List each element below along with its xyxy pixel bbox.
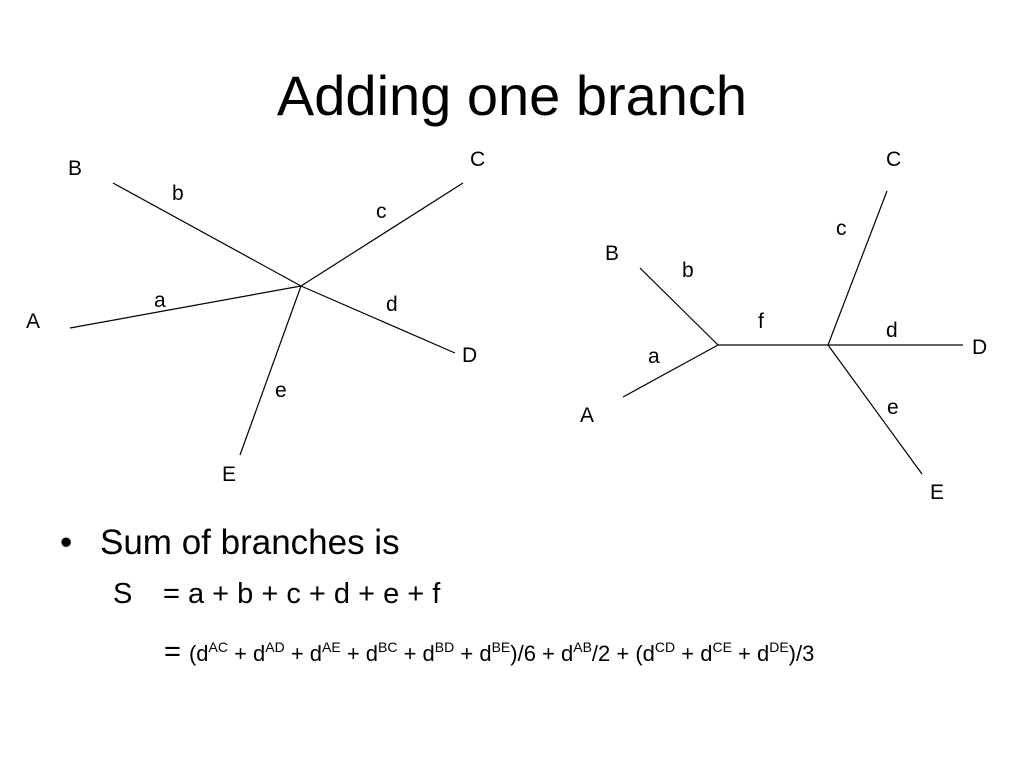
formula-symbol: S [113,578,133,610]
split-node-D: D [972,336,987,359]
star-node-D: D [462,344,477,367]
bullet-text: Sum of branches is [100,523,400,562]
star-node-C: C [470,148,485,171]
star-branch-e [239,285,302,456]
term-text: + d [731,641,770,666]
term-sup: AE [322,639,341,655]
split-label-a: a [648,345,660,368]
term-text: + d [454,641,492,666]
term-text: + d [227,641,266,666]
split-branch-b [639,267,719,346]
split-label-e: e [887,396,899,419]
bullet-item: • Sum of branches is [60,520,400,566]
term-sup: CE [712,639,732,655]
star-branch-d [300,285,456,354]
star-label-c: c [376,200,387,223]
term-sup: CD [654,639,676,655]
star-label-b: b [172,182,184,205]
term-text: (d [188,641,209,666]
term-text: /2 + (d [591,641,655,666]
star-tree: A B C D E a b c d e [26,148,485,486]
split-label-d: d [886,319,898,342]
split-branch-c [827,190,888,346]
term-sup: DE [769,639,789,655]
split-label-b: b [682,259,694,282]
star-branch-b [112,182,302,287]
term-text: + d [397,641,435,666]
star-node-A: A [26,310,40,333]
term-text: + d [284,641,323,666]
star-node-B: B [68,157,82,180]
split-tree: A B C D E a b c d e f [580,148,987,504]
term-sup: AD [265,639,285,655]
star-branch-a [69,285,302,329]
formula-line-2: =(dAC + dAD + dAE + dBC + dBD + dBE)/6 +… [164,632,814,669]
split-label-c: c [836,217,847,240]
star-label-d: d [386,293,398,316]
split-node-C: C [886,148,901,171]
star-branch-c [300,182,464,287]
term-text: )/3 [788,641,815,666]
term-sup: AC [208,639,228,655]
star-label-e: e [275,379,287,402]
term-text: + d [675,641,713,666]
split-node-A: A [580,404,594,427]
split-branch-e [827,344,923,475]
split-label-f: f [758,310,764,333]
star-label-a: a [154,289,166,312]
formula-sum-branches: = a + b + c + d + e + f [163,578,441,610]
star-node-E: E [222,463,236,486]
bullet-marker: • [60,523,73,562]
term-sup: BE [491,639,511,655]
formula-line-1: S = a + b + c + d + e + f [113,576,440,612]
slide-title: Adding one branch [276,64,748,127]
term-text: + d [340,641,379,666]
formula-equals: = [164,636,181,668]
split-node-E: E [930,481,944,504]
term-text: )/6 + d [510,641,574,666]
split-node-B: B [605,242,619,265]
split-branch-a [622,344,719,398]
term-sup: BD [434,639,455,655]
term-sup: BC [378,639,398,655]
term-sup: AB [573,639,592,655]
